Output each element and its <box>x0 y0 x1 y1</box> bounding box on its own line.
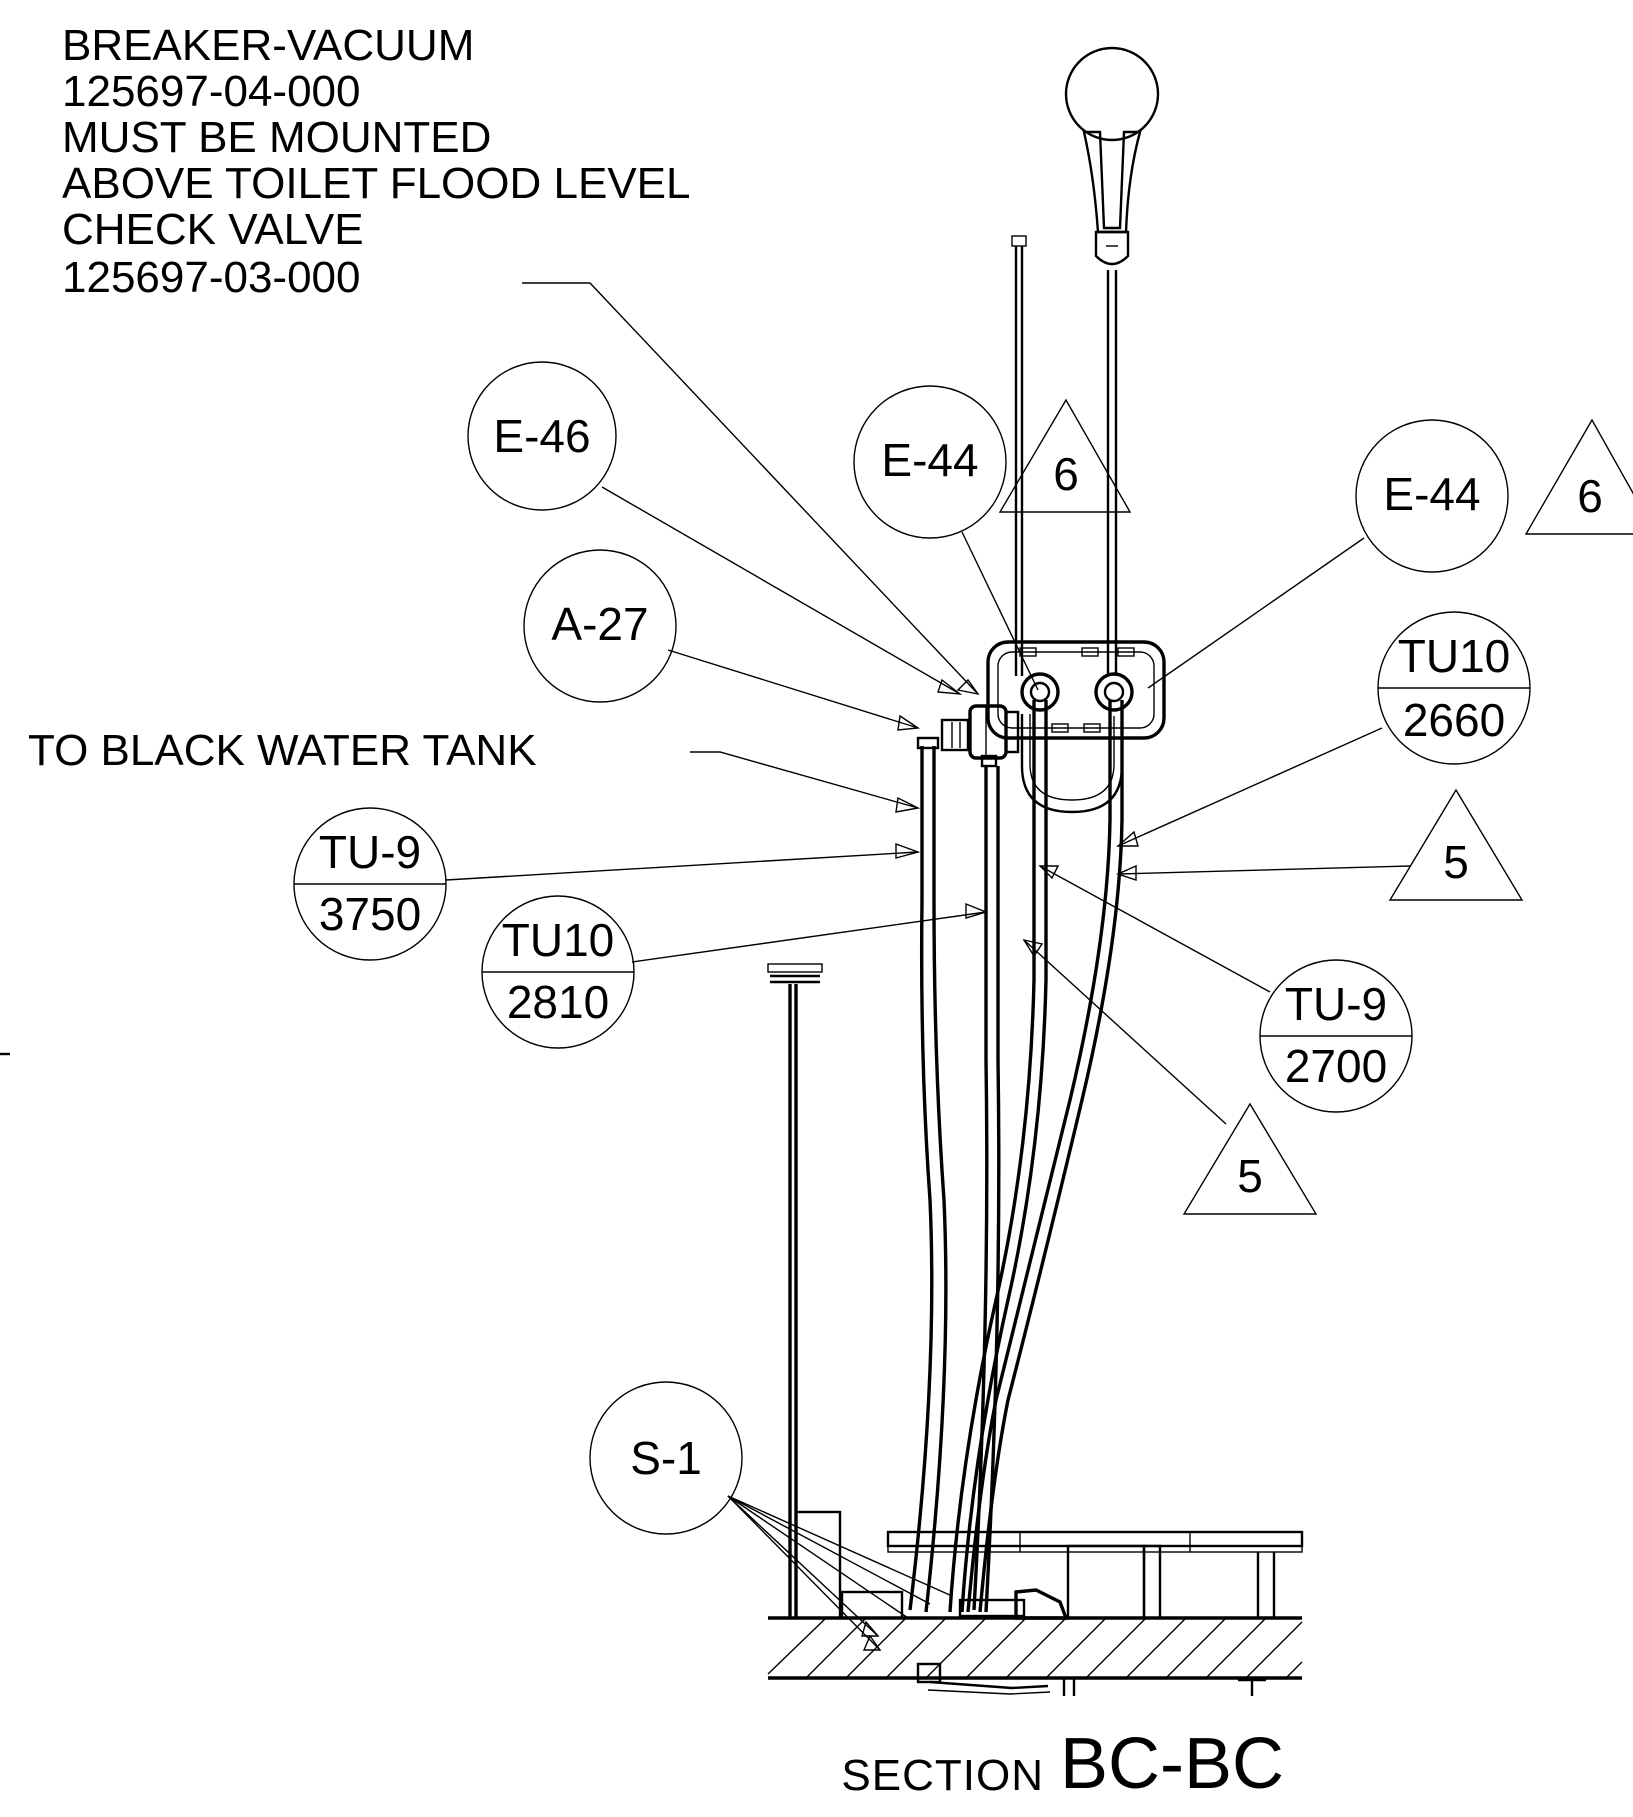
callout-a27-label: A-27 <box>551 598 648 650</box>
vent-rod <box>1011 235 1027 676</box>
tag-tu9-3750: TU-9 3750 <box>293 807 447 961</box>
callout-s1-label: S-1 <box>630 1432 702 1484</box>
leader-lines <box>445 282 1411 1651</box>
section-title: SECTION BC-BC <box>841 1724 1284 1804</box>
check-valve-leader <box>522 282 979 695</box>
floor-clamp <box>1014 1588 1069 1620</box>
pipe-tu10-2660-right <box>978 700 1124 1613</box>
pipe-tu9-2700-left <box>948 700 1036 1613</box>
tu10-left-leader <box>631 911 987 963</box>
tu9-left-leader <box>445 851 919 881</box>
check-valve-label: CHECK VALVE <box>62 205 364 254</box>
tag-tu10-2660-top: TU10 <box>1398 630 1510 682</box>
check-valve-note: CHECK VALVE 125697-03-000 <box>62 205 364 302</box>
tu9-right-leader <box>1039 865 1271 993</box>
valve-bracket <box>986 640 1166 814</box>
handle-lever <box>1082 130 1142 234</box>
tag-tu9-3750-bottom: 3750 <box>319 888 421 940</box>
black-water-leader <box>690 751 919 809</box>
s1-leader-2 <box>727 1495 909 1619</box>
floor-hatch <box>767 1617 1303 1679</box>
pipe-tu9-3750-right <box>924 746 948 1613</box>
flush-handle <box>1064 46 1160 676</box>
section-id: BC-BC <box>1060 1724 1284 1804</box>
port-left <box>1020 672 1060 712</box>
u-loop-inner <box>1029 714 1115 801</box>
vent-rod-cap <box>1011 235 1027 247</box>
standpipe-cap <box>767 963 823 973</box>
black-water-note: TO BLACK WATER TANK <box>28 726 537 775</box>
port-right <box>1094 672 1134 712</box>
flag-6-center: 6 <box>998 398 1132 513</box>
check-valve-part: 125697-03-000 <box>62 253 360 302</box>
callout-e46-label: E-46 <box>493 410 590 462</box>
bracket-outer <box>986 640 1166 740</box>
pipe-tu10-2660-left <box>966 700 1112 1613</box>
bracket-inner <box>997 651 1155 729</box>
platform-box <box>1066 1544 1146 1620</box>
callout-s1: S-1 <box>589 1381 743 1535</box>
a27-leader <box>667 649 919 729</box>
callout-a27: A-27 <box>523 549 677 703</box>
tag-tu10-2660: TU10 2660 <box>1377 611 1531 765</box>
pipe-tu9-3750-left <box>908 746 934 1611</box>
note-line-1: BREAKER-VACUUM <box>62 21 474 70</box>
callout-e44-right-label: E-44 <box>1383 468 1480 520</box>
tag-tu9-2700: TU-9 2700 <box>1259 959 1413 1113</box>
floor-fitting-right <box>958 1598 1026 1618</box>
tag-tu10-2660-bottom: 2660 <box>1403 694 1505 746</box>
u-loop-outer <box>1020 714 1124 814</box>
callout-e44-left: E-44 <box>853 385 1007 539</box>
flag-5-lower: 5 <box>1182 1102 1318 1215</box>
tag-tu10-2810-bottom: 2810 <box>507 976 609 1028</box>
e44-left-leader <box>961 531 1039 691</box>
e46-leader <box>601 486 961 695</box>
pipe-runs <box>908 700 1124 1613</box>
flag-6-center-label: 6 <box>1053 448 1079 500</box>
callout-e46: E-46 <box>467 361 617 511</box>
s1-leader-1 <box>727 1495 879 1637</box>
tag-tu10-2810-top: TU10 <box>502 914 614 966</box>
floor-structure <box>767 1510 1304 1696</box>
note-line-4: ABOVE TOILET FLOOD LEVEL <box>62 159 690 208</box>
tag-tu9-3750-top: TU-9 <box>319 826 421 878</box>
flag5-upper-leader <box>1117 865 1411 875</box>
flag-5-upper-label: 5 <box>1443 836 1469 888</box>
flag-5-upper: 5 <box>1388 788 1524 901</box>
e44-right-leader <box>1147 537 1365 689</box>
vacuum-breaker-note: BREAKER-VACUUM 125697-04-000 MUST BE MOU… <box>62 21 690 208</box>
under-floor-box <box>916 1662 942 1684</box>
floor-fitting-left <box>840 1590 904 1620</box>
s1-leader-5 <box>727 1495 881 1651</box>
flag-6-right: 6 <box>1524 418 1633 535</box>
tu10-top-leader <box>1117 727 1383 847</box>
tag-tu9-2700-top: TU-9 <box>1285 978 1387 1030</box>
handle-knob <box>1064 46 1160 142</box>
check-valve-fitting <box>940 704 1020 768</box>
platform-top <box>886 1530 1304 1548</box>
pipe-tu9-2700-right <box>960 700 1048 1613</box>
section-word: SECTION <box>841 1751 1044 1800</box>
flag-6-right-label: 6 <box>1577 470 1603 522</box>
callout-e44-right: E-44 <box>1355 419 1509 573</box>
note-line-3: MUST BE MOUNTED <box>62 113 491 162</box>
callout-e44-left-label: E-44 <box>881 434 978 486</box>
s1-leader-3 <box>727 1495 931 1605</box>
tag-tu9-2700-bottom: 2700 <box>1285 1040 1387 1092</box>
flag-5-lower-label: 5 <box>1237 1150 1263 1202</box>
handle-collar <box>1094 230 1130 266</box>
check-valve-body <box>940 718 970 752</box>
note-line-2: 125697-04-000 <box>62 67 360 116</box>
flag5-lower-leader <box>1023 939 1227 1125</box>
tag-tu10-2810: TU10 2810 <box>481 895 635 1049</box>
